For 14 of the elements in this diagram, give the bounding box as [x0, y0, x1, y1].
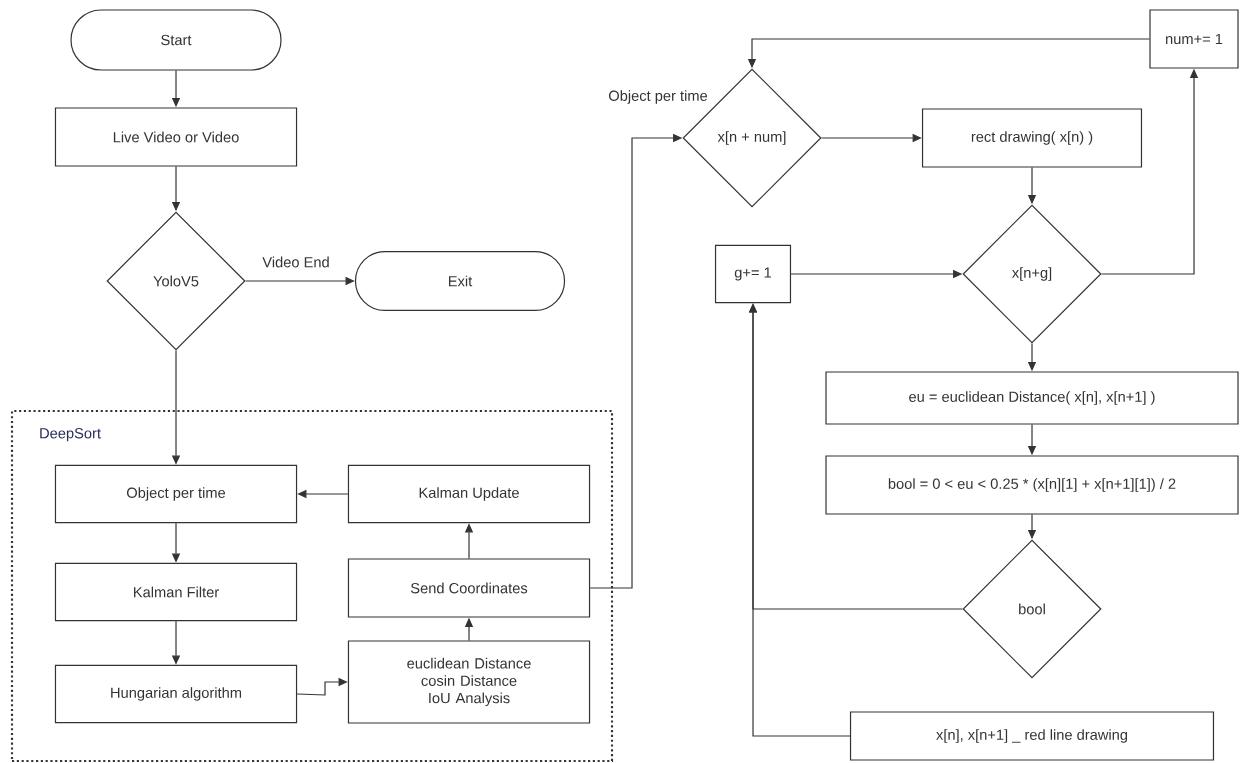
edge-label: Video End — [260, 254, 332, 270]
process-box: x[n], x[n+1] _ red line drawing — [849, 711, 1215, 761]
process-box: eu = euclidean Distance( x[n], x[n+1] ) — [825, 371, 1239, 425]
process-box: Send Coordinates — [347, 558, 591, 618]
process-box: g+= 1 — [714, 244, 792, 304]
process-box: euclidean Distance cosin Distance IoU Analysis — [347, 640, 591, 724]
process-box: Live Video or Video — [54, 107, 298, 167]
process-box: num+= 1 — [1149, 9, 1239, 69]
process-box: Kalman Filter — [54, 562, 298, 622]
process-box: rect drawing( x[n) ) — [921, 108, 1143, 168]
process-box: Object per time — [54, 464, 298, 524]
process-box: Kalman Update — [347, 464, 591, 524]
process-box: Hungarian algorithm — [54, 664, 298, 724]
process-box: bool = 0 < eu < 0.25 * (x[n][1] + x[n+1][1]) / 2 — [825, 455, 1239, 515]
